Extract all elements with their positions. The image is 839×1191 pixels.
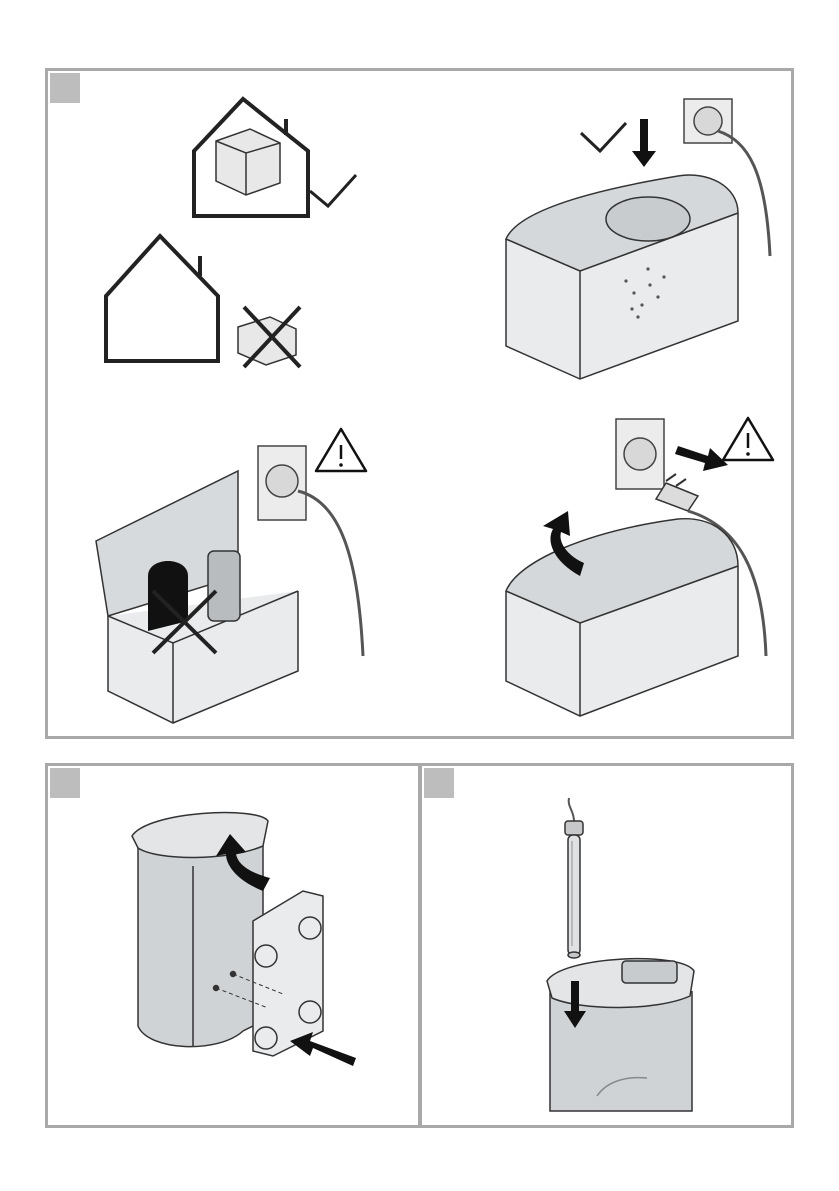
heater-panel <box>419 763 794 1128</box>
socket-icon <box>616 419 664 489</box>
heater-illustration <box>422 766 791 1125</box>
right-arrow-icon <box>675 446 728 471</box>
mounting-bracket <box>253 891 323 1056</box>
power-cable <box>298 491 363 656</box>
safety-illustrations <box>48 71 791 736</box>
check-icon <box>581 123 626 151</box>
aquarium-closed <box>506 519 738 716</box>
heater-rod <box>565 821 583 958</box>
safety-panel <box>45 68 794 739</box>
aquarium-small-icon <box>216 129 280 195</box>
filter-body <box>132 813 268 1047</box>
socket-icon <box>258 446 306 520</box>
warning-icon <box>316 429 366 471</box>
warning-icon <box>723 418 773 460</box>
mounting-panel <box>45 763 421 1128</box>
check-icon <box>310 175 356 206</box>
aquarium-lid-open <box>506 175 738 379</box>
heater-cable <box>569 798 574 821</box>
filter-body <box>547 959 694 1111</box>
mounting-illustration <box>48 766 418 1125</box>
outdoor-house-icon <box>106 236 218 361</box>
down-arrow-icon <box>632 119 656 167</box>
socket-icon <box>684 99 732 143</box>
